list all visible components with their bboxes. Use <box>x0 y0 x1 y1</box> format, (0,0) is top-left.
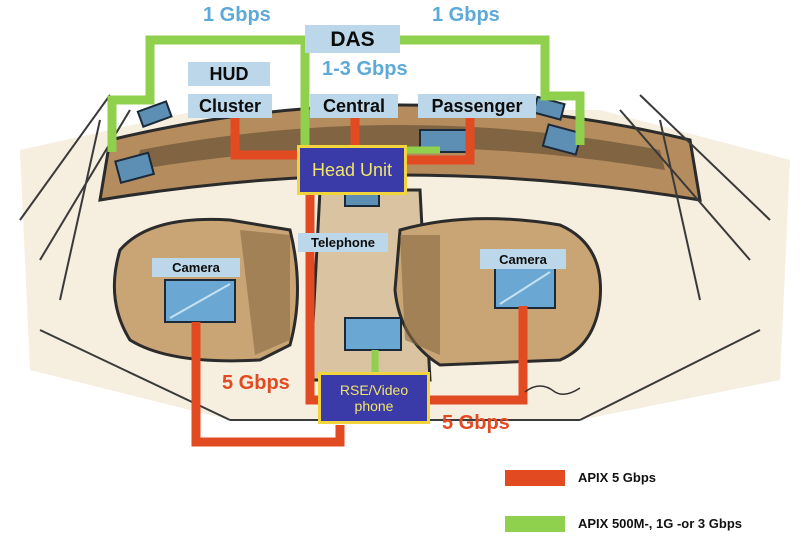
node-head-unit: Head Unit <box>297 145 407 195</box>
speed-das-left: 1 Gbps <box>203 4 271 26</box>
red-link-right-camera <box>430 306 528 405</box>
label-das: DAS <box>305 25 400 53</box>
legend-swatch-low <box>505 516 565 532</box>
right-pillar <box>619 94 771 301</box>
red-link-left-camera <box>191 322 345 447</box>
red-link-passenger <box>405 118 475 165</box>
label-telephone: Telephone <box>298 233 388 252</box>
green-link-das-left <box>107 35 310 152</box>
node-rse-video-phone: RSE/Video phone <box>318 372 430 424</box>
red-link-cluster <box>230 118 300 160</box>
rse-line-2: phone <box>354 398 394 414</box>
speed-das-central: 1-3 Gbps <box>322 58 408 80</box>
legend-label-5g: APIX 5 Gbps <box>578 470 657 485</box>
speed-right-camera: 5 Gbps <box>442 412 510 434</box>
right-seat-shadow <box>400 235 440 355</box>
label-camera-right: Camera <box>480 249 566 269</box>
left-seat-shadow <box>240 230 290 355</box>
artist-signature <box>524 385 581 395</box>
screen-left-seat-glare <box>169 283 231 319</box>
label-hud: HUD <box>188 62 270 86</box>
speed-left-camera: 5 Gbps <box>222 372 290 394</box>
screen-console <box>344 317 402 351</box>
green-link-das-right <box>400 35 585 145</box>
screen-left-mirror <box>136 100 173 128</box>
screen-left-dash <box>114 151 156 184</box>
rse-line-1: RSE/Video <box>339 382 409 398</box>
legend-label-low: APIX 500M-, 1G -or 3 Gbps <box>578 516 742 531</box>
legend-swatch-5g <box>505 470 565 486</box>
speed-das-right: 1 Gbps <box>432 4 500 26</box>
label-passenger: Passenger <box>418 94 536 118</box>
label-camera-left: Camera <box>152 258 240 277</box>
screen-right-seat-glare <box>499 271 551 305</box>
label-cluster: Cluster <box>188 94 272 118</box>
label-central: Central <box>310 94 398 118</box>
